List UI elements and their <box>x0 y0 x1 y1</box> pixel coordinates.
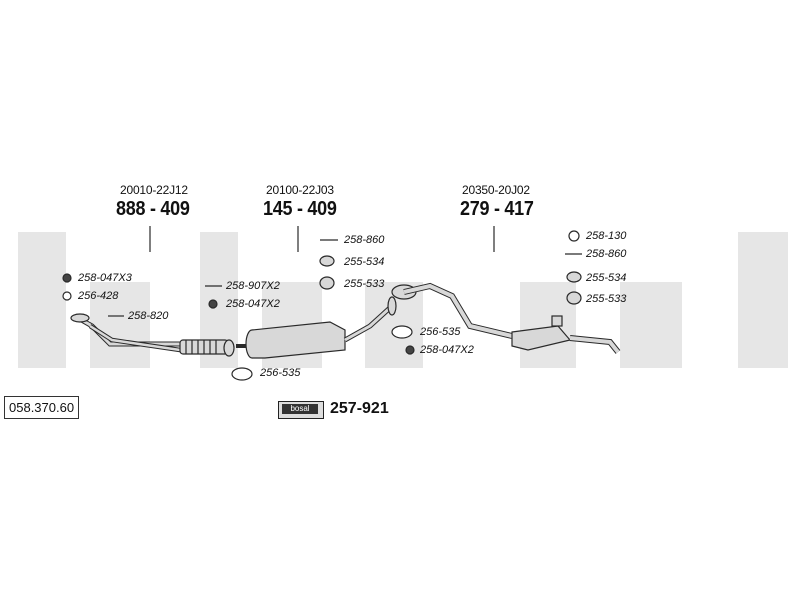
fitting-label: 255-533 <box>586 293 627 305</box>
flange-gasket-icon <box>391 325 413 339</box>
rubber-mount-icon <box>319 255 335 267</box>
fitting-label: 256-535 <box>420 326 461 338</box>
fitting-label: 258-820 <box>128 310 169 322</box>
rubber-hanger-icon <box>566 291 582 305</box>
fitting-label: 258-860 <box>586 248 627 260</box>
middle-silencer-145-409 <box>236 296 397 359</box>
rubber-mount-icon <box>566 271 582 283</box>
part-number-front-pipe: 888 - 409 <box>116 198 190 220</box>
fitting-label: 255-534 <box>344 256 385 268</box>
fitting-label: 258-860 <box>344 234 385 246</box>
fitting-label: 258-047X3 <box>78 272 132 284</box>
gasket-ring-icon <box>62 291 72 301</box>
nut-icon <box>62 273 72 283</box>
nut-icon <box>405 345 415 355</box>
front-pipe-888-409 <box>70 313 235 357</box>
fitting-label: 255-534 <box>586 272 627 284</box>
ring-clamp-icon <box>568 230 580 242</box>
reference-number: 058.370.60 <box>4 396 80 419</box>
fitting-label: 256-428 <box>78 290 119 302</box>
fitting-label: 258-047X2 <box>226 298 280 310</box>
fitting-label: 256-535 <box>260 367 301 379</box>
rear-silencer-279-417 <box>391 282 621 354</box>
mounting-kit-box-icon: bosal <box>278 401 324 419</box>
mounting-kit-part-number: 257-921 <box>330 400 389 417</box>
oem-number-front-pipe: 20010-22J12 <box>120 183 188 197</box>
kit-brand-logo: bosal <box>282 404 318 414</box>
part-number-middle-silencer: 145 - 409 <box>263 198 337 220</box>
fitting-label: 258-047X2 <box>420 344 474 356</box>
nut-icon <box>208 299 218 309</box>
fitting-label: 258-907X2 <box>226 280 280 292</box>
part-number-rear-silencer: 279 - 417 <box>460 198 534 220</box>
rubber-hanger-icon <box>319 276 335 290</box>
fitting-label: 258-130 <box>586 230 627 242</box>
flange-gasket-icon <box>231 367 253 381</box>
oem-number-middle-silencer: 20100-22J03 <box>266 183 334 197</box>
fitting-label: 255-533 <box>344 278 385 290</box>
oem-number-rear-silencer: 20350-20J02 <box>462 183 530 197</box>
